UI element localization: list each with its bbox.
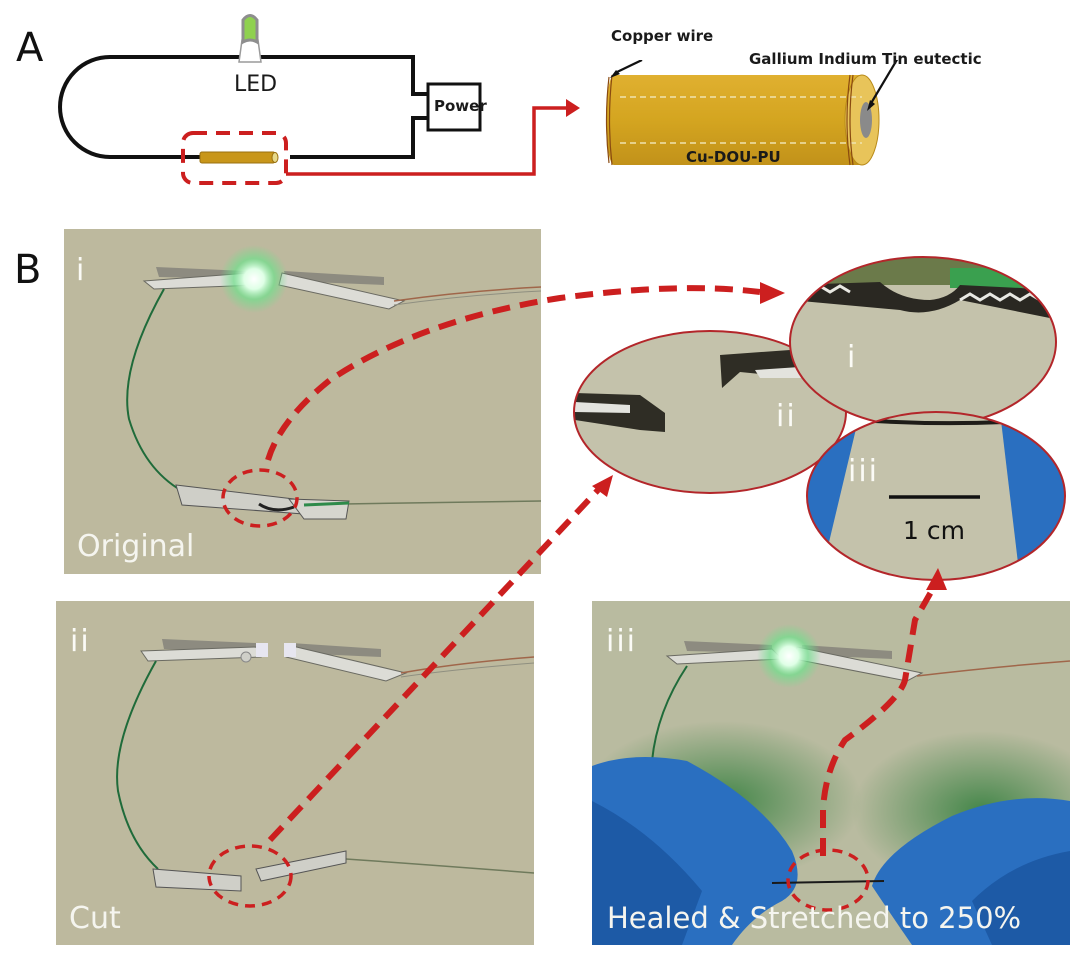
bottom-right-clip xyxy=(255,850,347,882)
inset-i-index: i xyxy=(847,340,858,375)
photo-healed-stretched: iii Healed & Stretched to 250% xyxy=(592,601,1070,945)
led-unlit-left xyxy=(256,643,268,657)
zoom-inset-iii xyxy=(806,411,1066,581)
scale-bar-label: 1 cm xyxy=(903,516,965,545)
green-wire xyxy=(651,665,688,762)
highlight-ellipse xyxy=(786,848,870,912)
zoom-inset-i xyxy=(789,256,1057,428)
power-box xyxy=(426,82,482,132)
photo-caption: Cut xyxy=(69,901,121,936)
red-wire xyxy=(393,286,541,302)
cu-dou-pu-label: Cu-DOU-PU xyxy=(686,148,781,166)
arrow-cut-to-inset-ii xyxy=(267,487,601,843)
photo-index: ii xyxy=(70,624,91,659)
copper-wire-coil xyxy=(605,76,610,164)
led-label: LED xyxy=(234,72,278,97)
photo-cut: ii Cut xyxy=(56,601,534,945)
copper-wire-label: Copper wire xyxy=(611,27,714,45)
photo-index: i xyxy=(76,253,87,288)
wire-schematic xyxy=(605,60,899,166)
connector-line xyxy=(286,106,568,176)
arrow-healed-to-inset-iii xyxy=(820,583,938,856)
circuit-wire-bottom xyxy=(290,116,428,159)
eutectic-label: Gallium Indium Tin eutectic xyxy=(749,50,982,68)
eutectic-core xyxy=(860,102,872,138)
led-icon xyxy=(238,14,262,63)
photo-index: iii xyxy=(606,624,638,659)
photo-caption: Original xyxy=(77,529,195,564)
highlight-ellipse xyxy=(221,468,299,528)
green-wire xyxy=(116,660,159,870)
green-wire xyxy=(126,288,183,492)
led-unlit-icon xyxy=(240,651,252,663)
zoom-inset-ii xyxy=(573,330,847,494)
photo-caption: Healed & Stretched to 250% xyxy=(607,901,1022,935)
panel-b-label: B xyxy=(14,247,42,293)
inset-ii-index: ii xyxy=(776,399,797,434)
highlight-ellipse xyxy=(207,844,293,908)
power-label: Power xyxy=(434,97,487,115)
circuit-wire-left xyxy=(58,55,240,159)
circuit-wire-top xyxy=(260,55,428,96)
arrow-original-to-inset-i xyxy=(265,285,761,461)
circuit-diagram xyxy=(58,14,580,185)
panel-a-label: A xyxy=(16,25,44,71)
stretched-wire xyxy=(771,880,885,884)
led-glow xyxy=(220,245,288,313)
inset-iii-index: iii xyxy=(848,454,880,489)
connector-arrowhead xyxy=(566,99,580,117)
selection-box xyxy=(181,131,288,185)
led-glow xyxy=(757,624,821,688)
bottom-left-clip xyxy=(152,868,242,892)
